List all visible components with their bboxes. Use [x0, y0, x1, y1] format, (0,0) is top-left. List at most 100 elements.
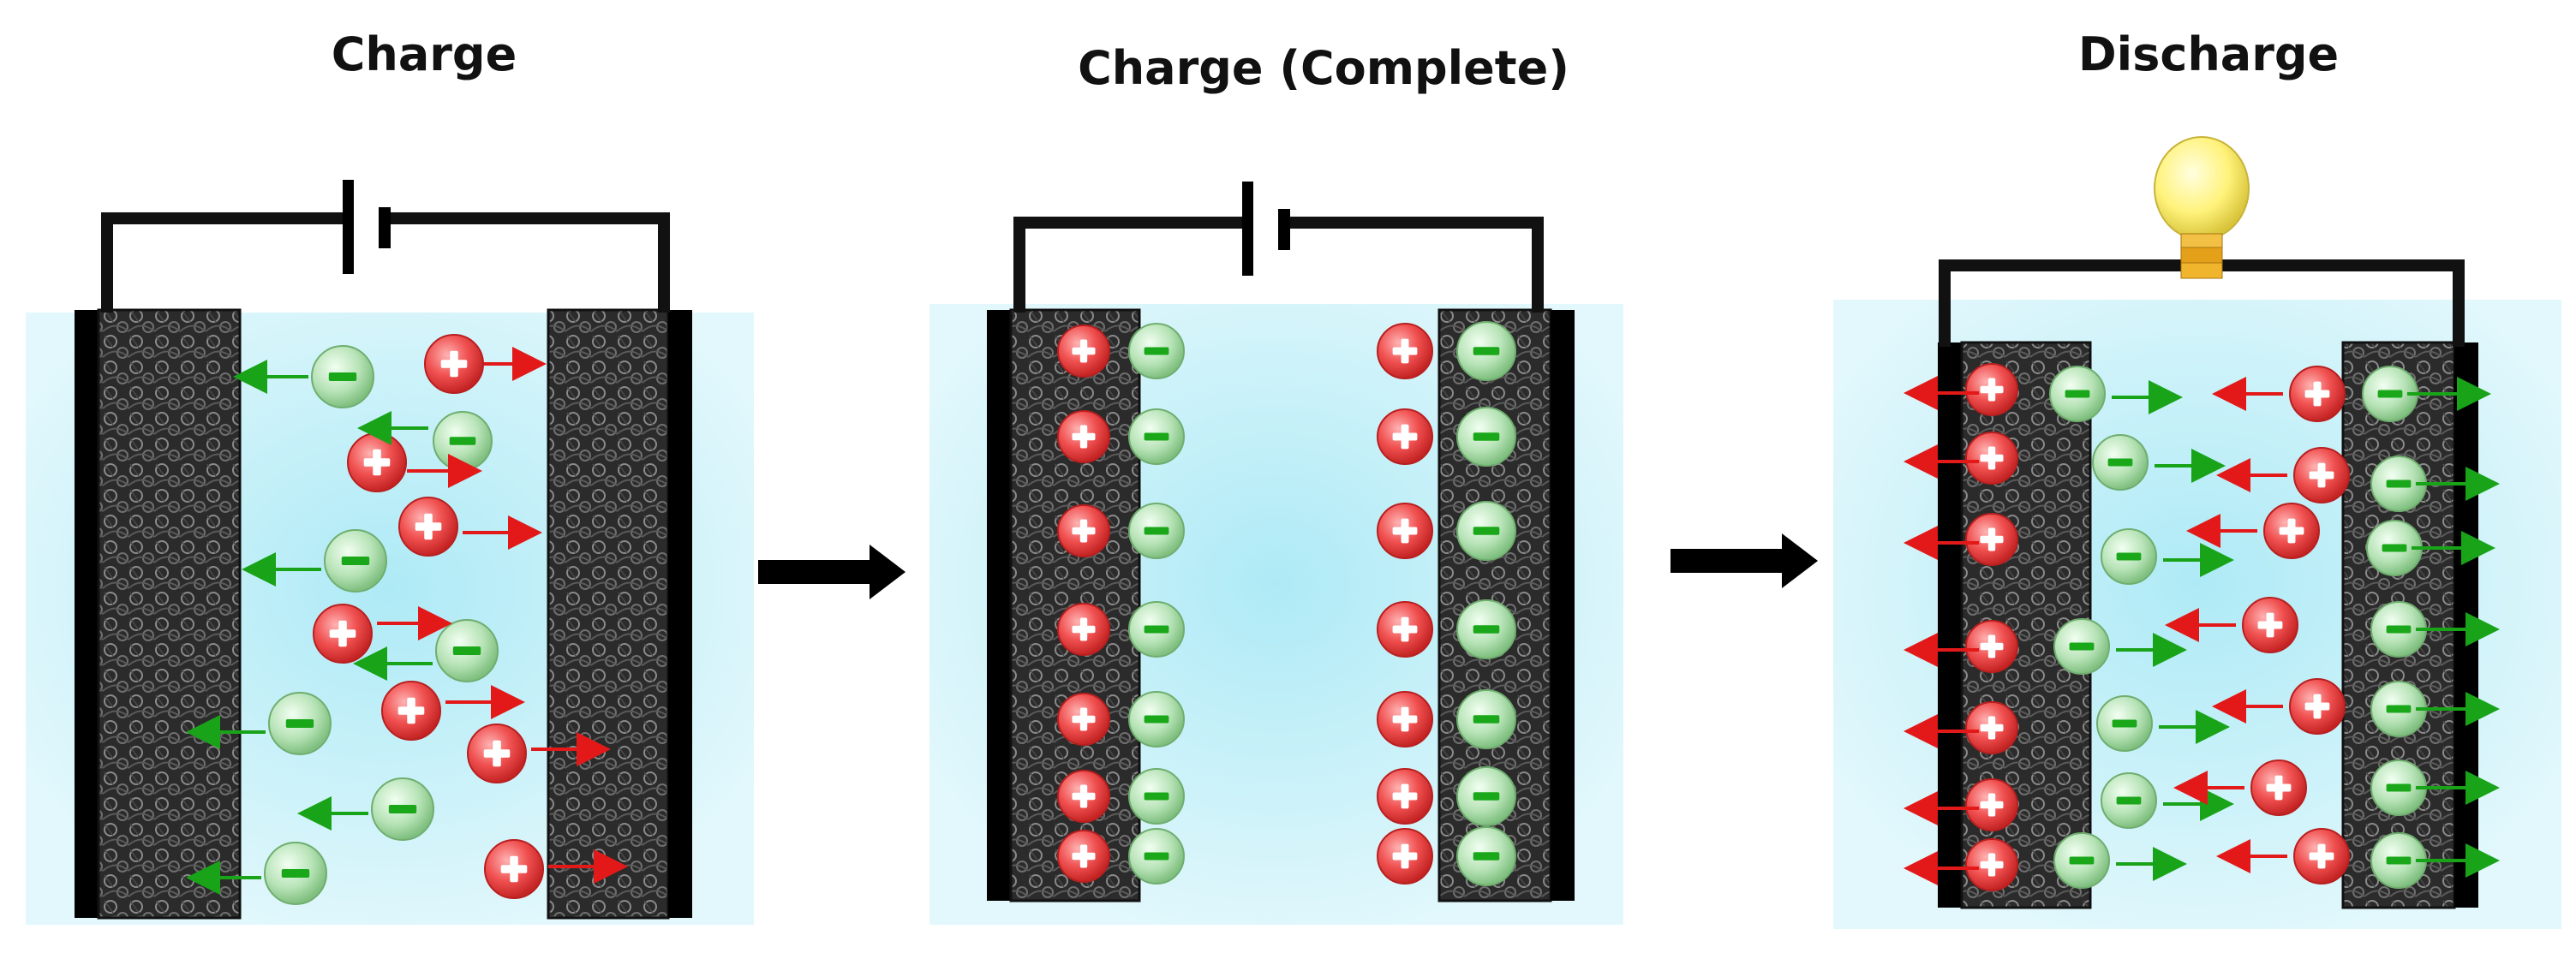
left-electrode-charge [75, 308, 242, 920]
cation-ion [467, 724, 527, 783]
adsorbed-anion [1456, 501, 1516, 561]
electrode-porous-carbon [97, 308, 242, 920]
minus-sign [2386, 479, 2412, 488]
plus-sign-v [1401, 518, 1409, 544]
plus-sign-v [1401, 706, 1409, 732]
bulb-base [2180, 247, 2223, 264]
light-bulb-icon [2154, 136, 2250, 279]
released-anion [2092, 434, 2149, 491]
paired-cation [1377, 828, 1433, 885]
bulb-glass [2154, 136, 2250, 241]
minus-sign [341, 556, 370, 566]
released-anion [2096, 695, 2153, 752]
electrode-current-collector [2454, 342, 2478, 908]
adsorbed-cation [1057, 830, 1110, 883]
desorbing-cation [1965, 432, 2018, 485]
paired-cation [1377, 768, 1433, 825]
minus-sign [2377, 390, 2403, 398]
desorbing-cation [1965, 620, 2018, 673]
desorbing-cation [1965, 838, 2018, 891]
electrode-porous-carbon [547, 308, 670, 920]
paired-cation [1377, 323, 1433, 379]
released-cation [2293, 447, 2350, 503]
released-anion [2053, 618, 2110, 675]
cation-ion [484, 839, 544, 899]
minus-sign [449, 437, 476, 445]
arrow-right-icon [1671, 533, 1818, 588]
released-anion [2049, 366, 2106, 422]
desorbing-anion [2370, 601, 2427, 658]
battery-plate-short [379, 207, 391, 248]
released-cation [2263, 503, 2320, 559]
anion-ion [311, 345, 374, 408]
plus-sign-v [1987, 853, 1996, 877]
panel-title-charge: Charge [332, 27, 517, 81]
minus-sign [2386, 705, 2412, 713]
bulb-base-lower [2180, 262, 2223, 279]
plus-sign-v [1079, 339, 1088, 363]
adsorbed-anion [1456, 321, 1516, 381]
arrow-right-icon [758, 545, 905, 599]
plus-sign-v [2274, 775, 2283, 801]
adsorbed-anion [1128, 503, 1185, 559]
released-anion [2053, 832, 2110, 889]
adsorbed-cation [1057, 325, 1110, 378]
plus-sign-v [1987, 527, 1996, 551]
wire-left-complete [1013, 217, 1242, 313]
right-electrode-charge [547, 308, 692, 920]
desorbing-cation [1965, 778, 2018, 831]
cation-ion [381, 681, 441, 741]
plus-sign-v [2266, 612, 2274, 638]
plus-sign-v [2317, 843, 2326, 869]
plus-sign-v [424, 513, 433, 540]
plus-sign-v [510, 855, 518, 883]
plus-sign-v [407, 697, 415, 724]
anion-ion [433, 411, 493, 471]
desorbing-anion [2362, 366, 2418, 422]
cells-layer [26, 136, 2561, 929]
plus-sign-v [1987, 716, 1996, 740]
released-cation [2293, 828, 2350, 885]
minus-sign [1473, 625, 1500, 634]
minus-sign [1473, 527, 1500, 535]
released-cation [2250, 759, 2307, 816]
minus-sign [1144, 347, 1169, 355]
minus-sign [1144, 852, 1169, 861]
plus-sign-v [1079, 617, 1088, 641]
desorbing-anion [2370, 681, 2427, 737]
minus-sign [388, 804, 417, 814]
plus-sign-v [1401, 843, 1409, 869]
plus-sign-v [1401, 783, 1409, 809]
plus-sign-v [2317, 462, 2326, 488]
plus-sign-v [2313, 694, 2322, 719]
desorbing-anion [2370, 456, 2427, 512]
ions-layer [264, 321, 2427, 905]
plus-sign-v [1401, 424, 1409, 450]
released-cation [2289, 366, 2346, 422]
plus-sign-v [1987, 446, 1996, 470]
adsorbed-anion [1128, 323, 1185, 379]
wire-left-charge [101, 212, 343, 313]
plus-sign-v [1401, 338, 1409, 364]
adsorbed-cation [1057, 410, 1110, 463]
desorbing-cation [1965, 701, 2018, 754]
minus-sign [285, 718, 314, 729]
paired-cation [1377, 503, 1433, 559]
adsorbed-anion [1456, 826, 1516, 886]
minus-sign [2065, 390, 2090, 398]
minus-sign [1144, 527, 1169, 535]
plus-sign-v [1079, 425, 1088, 449]
minus-sign [2386, 783, 2412, 792]
bulb-neck [2180, 233, 2223, 248]
minus-sign [2069, 642, 2095, 651]
electrode-current-collector [668, 310, 692, 918]
anion-ion [324, 529, 387, 593]
minus-sign [2386, 625, 2412, 634]
plus-sign-v [1987, 378, 1996, 402]
minus-sign [1144, 432, 1169, 441]
paired-cation [1377, 601, 1433, 658]
released-cation [2242, 597, 2298, 653]
adsorbed-anion [1456, 766, 1516, 826]
adsorbed-cation [1057, 603, 1110, 656]
